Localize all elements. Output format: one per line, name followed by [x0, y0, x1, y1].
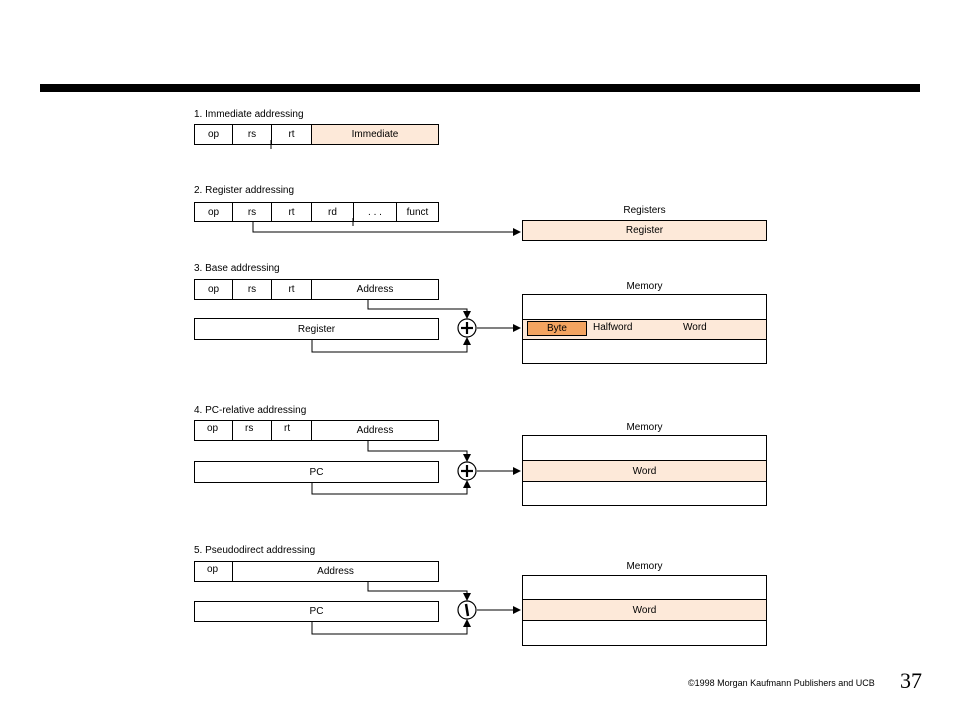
- pc-register-box: PC: [194, 461, 439, 483]
- memory-caption: Memory: [626, 281, 663, 292]
- memory-word-band: Word: [523, 599, 766, 621]
- field-rs: rs: [232, 202, 272, 222]
- field-op: op: [194, 420, 233, 441]
- field-rt: rt: [271, 279, 312, 300]
- section-title-base: 3. Base addressing: [194, 263, 280, 274]
- base-register-box: Register: [194, 318, 439, 340]
- wire-address-to-adder: [367, 300, 471, 319]
- memory-halfword-label: Halfword: [593, 322, 633, 333]
- memory-block: Word: [522, 575, 767, 646]
- plus-circle-icon: [457, 318, 477, 338]
- memory-caption: Memory: [626, 561, 663, 572]
- field-address: Address: [311, 279, 439, 300]
- section-title-immediate: 1. Immediate addressing: [194, 109, 304, 120]
- header-rule: [40, 84, 920, 92]
- wire-address-to-adder: [367, 441, 471, 462]
- pc-register-box: PC: [194, 601, 439, 622]
- copyright-footer: ©1998 Morgan Kaufmann Publishers and UCB: [688, 678, 875, 688]
- register-file-entry: Register: [522, 220, 767, 241]
- page-number: 37: [900, 668, 922, 693]
- field-op: op: [194, 279, 233, 300]
- section-title-pc-relative: 4. PC-relative addressing: [194, 405, 307, 416]
- memory-word-band: Word: [523, 460, 766, 482]
- memory-word-label: Word: [683, 322, 707, 333]
- memory-caption: Memory: [626, 422, 663, 433]
- wire-address-to-concat: [367, 582, 471, 601]
- wire-pc-to-adder: [311, 480, 471, 495]
- field-address: Address: [311, 420, 439, 441]
- plus-circle-icon: [457, 461, 477, 481]
- field-immediate: Immediate: [311, 124, 439, 145]
- wire-pc-to-concat: [311, 619, 471, 635]
- field-rs: rs: [232, 420, 272, 441]
- memory-byte-cell: Byte: [527, 321, 587, 336]
- memory-block: Word: [522, 435, 767, 506]
- registers-caption: Registers: [623, 205, 666, 216]
- field-shamt: . . .: [353, 202, 397, 222]
- field-rt: rt: [271, 124, 312, 145]
- field-address: Address: [232, 561, 439, 582]
- field-funct: funct: [396, 202, 439, 222]
- field-op: op: [194, 124, 233, 145]
- wire-register-to-adder: [311, 337, 471, 353]
- concat-circle-icon: [457, 600, 477, 620]
- section-title-pseudodirect: 5. Pseudodirect addressing: [194, 545, 316, 556]
- section-title-register: 2. Register addressing: [194, 185, 295, 196]
- wire-rs-to-register: [252, 222, 521, 236]
